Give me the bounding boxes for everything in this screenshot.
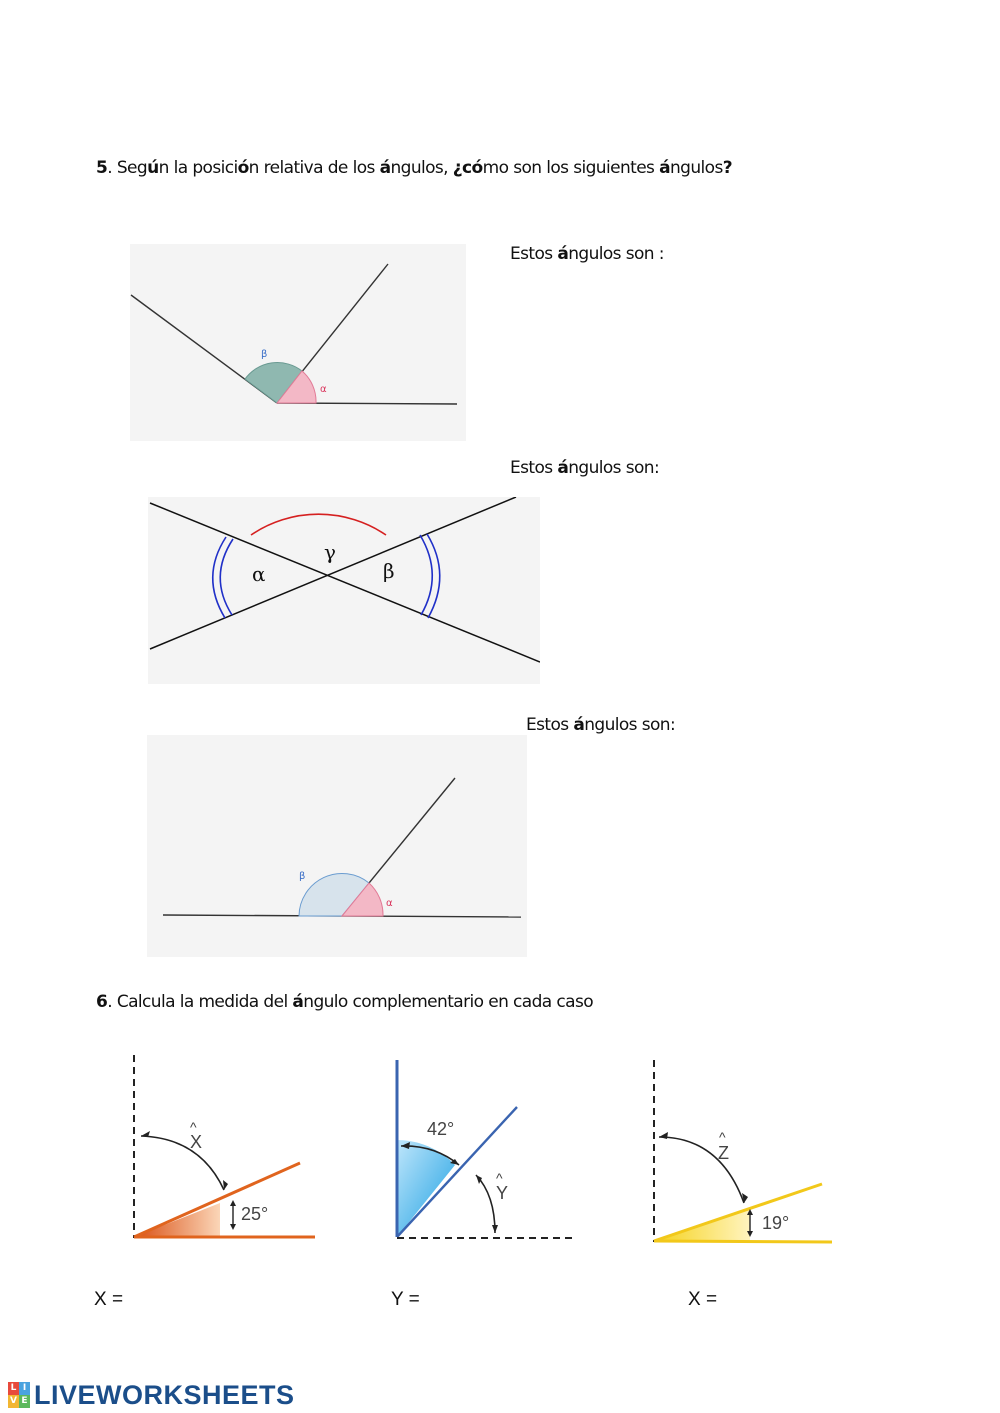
figure-adjacent-angles: β α: [130, 244, 466, 441]
figure-complementary-y: 42° ^ Y: [395, 1060, 577, 1239]
answer-label-3: Estos ángulos son:: [526, 715, 676, 735]
question-number: 5: [96, 158, 108, 178]
question-6-title: 6. Calcula la medida del ángulo compleme…: [96, 992, 594, 1012]
alpha-label: α: [386, 898, 393, 909]
beta-label: β: [261, 349, 267, 360]
logo-badge-icon: L I V E: [8, 1382, 30, 1408]
angle-25-label: 25°: [241, 1204, 268, 1224]
gamma-label: γ: [324, 540, 336, 564]
hat-mark: ^: [496, 1170, 503, 1186]
beta-label: β: [299, 871, 305, 882]
angle-z-label: Z: [718, 1143, 729, 1163]
alpha-label: α: [252, 562, 266, 586]
figure-linear-pair-angles: β α: [147, 735, 527, 957]
brand-name: LIVEWORKSHEETS: [34, 1379, 295, 1410]
hat-mark: ^: [719, 1129, 726, 1145]
question-number: 6: [96, 992, 108, 1012]
angle-y-label: Y: [496, 1183, 508, 1203]
answer-x-field[interactable]: X =: [94, 1289, 124, 1310]
answer-label-1: Estos ángulos son :: [510, 244, 665, 264]
figure-complementary-x: ^ X 25°: [133, 1055, 315, 1239]
angle-19-label: 19°: [762, 1213, 789, 1233]
question-5-title: 5. Según la posición relativa de los áng…: [96, 158, 733, 178]
figure-vertical-angles: α γ β: [148, 497, 540, 684]
answer-label-2: Estos ángulos son:: [510, 458, 660, 478]
angle-x-label: X: [190, 1132, 202, 1152]
beta-label: β: [383, 559, 395, 583]
answer-z-field[interactable]: X =: [688, 1289, 718, 1310]
answer-y-field[interactable]: Y =: [391, 1289, 420, 1310]
angle-42-label: 42°: [427, 1119, 454, 1139]
figure-complementary-z: ^ Z 19°: [653, 1060, 833, 1244]
alpha-label: α: [320, 384, 327, 395]
hat-mark: ^: [190, 1119, 197, 1135]
liveworksheets-logo: L I V E LIVEWORKSHEETS: [8, 1380, 295, 1410]
